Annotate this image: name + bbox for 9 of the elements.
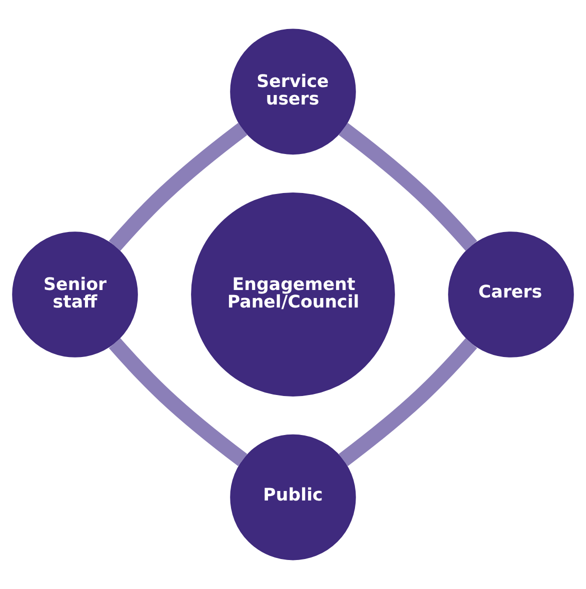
connector <box>338 338 478 466</box>
node-circle: Carers <box>448 232 574 358</box>
node-circle: Service users <box>230 28 356 155</box>
node-circle: Public <box>230 434 356 560</box>
connector <box>108 338 248 466</box>
node-circle: Senior staff <box>12 232 138 358</box>
node-circle: Engagement Panel/Council <box>191 192 395 396</box>
connector <box>338 122 478 251</box>
connector <box>108 122 248 251</box>
